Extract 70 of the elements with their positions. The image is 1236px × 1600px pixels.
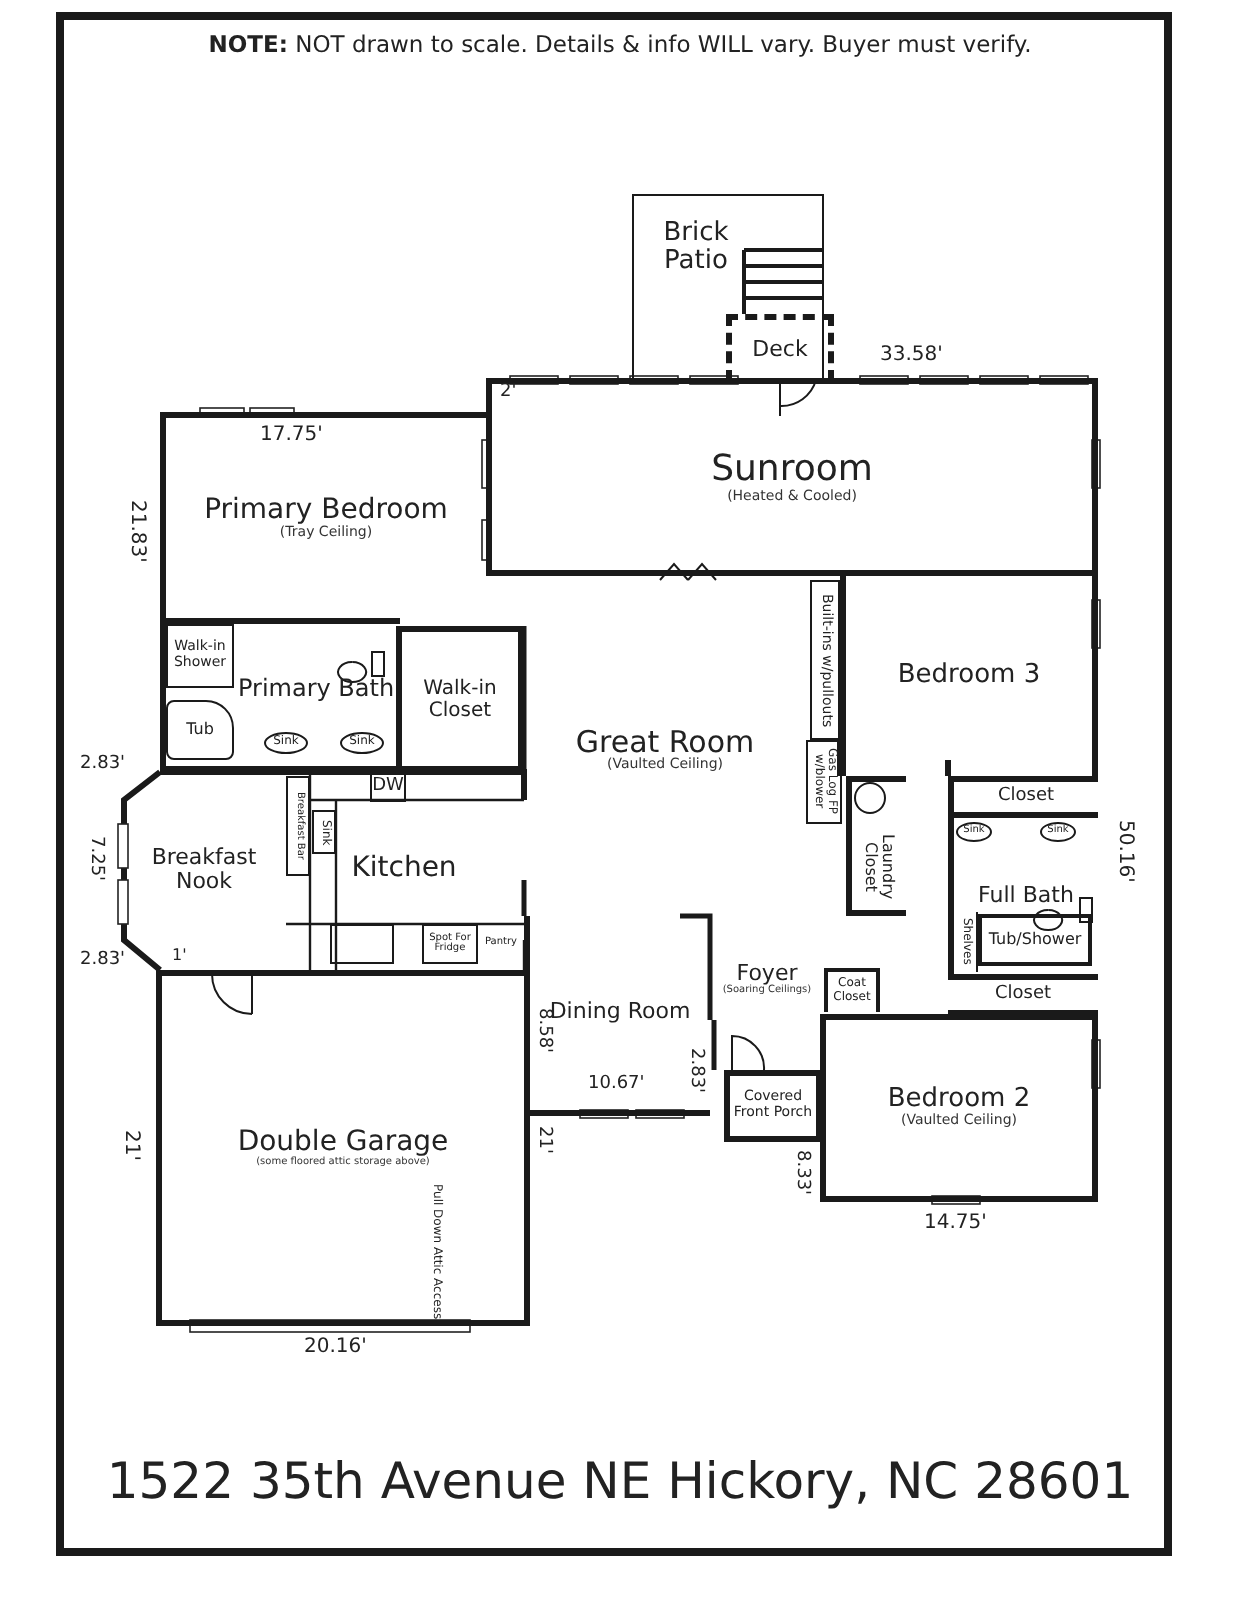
sink: [312, 810, 336, 854]
fridge-space: [422, 924, 478, 964]
sink: [264, 732, 308, 754]
dimension-label: 21': [532, 1126, 552, 1154]
counter: [286, 776, 310, 876]
room-name: Full Bath: [978, 883, 1074, 909]
room-name: Kitchen: [351, 854, 457, 886]
sink: [956, 822, 992, 842]
dimension-label: 2.83': [684, 1048, 704, 1094]
fireplace: [806, 740, 842, 824]
room: [948, 816, 1098, 976]
room-name: Bedroom 2: [887, 1086, 1031, 1114]
dimension-label: 2': [500, 384, 517, 404]
closet: [824, 968, 880, 1012]
room: [160, 618, 400, 772]
deck: [726, 314, 834, 382]
closet: [948, 974, 1098, 1016]
dimension-label: 7.25': [84, 836, 104, 882]
room-name: Walk-in Closet: [421, 677, 499, 721]
range-box: [330, 924, 394, 964]
room-name: Sunroom: [711, 449, 873, 490]
dimension-label: 10.67': [588, 1076, 645, 1096]
closet: [948, 776, 1098, 818]
dimension-label: 50.16': [1114, 820, 1136, 883]
room-name: Great Room: [575, 725, 755, 759]
room-name: Dining Room: [549, 1000, 691, 1025]
room-name: Closet: [997, 787, 1055, 807]
room-name: Laundry Closet: [860, 831, 896, 903]
closet: [846, 776, 906, 916]
room-name: Breakfast Nook: [149, 845, 259, 895]
sink: [1040, 822, 1076, 842]
porch: [724, 1070, 822, 1142]
room: [160, 412, 486, 620]
dimension-label: 17.75': [260, 424, 323, 446]
dimension-label: 8.33': [790, 1150, 810, 1196]
bathtub: [978, 914, 1092, 966]
note: NOTE: NOT drawn to scale. Details & info WILL vary. Buyer must verify.: [206, 32, 1034, 58]
dimension-label: 20.16': [304, 1336, 367, 1358]
address-title: 1522 35th Avenue NE Hickory, NC 28601: [104, 1452, 1136, 1510]
room: [820, 1014, 1098, 1202]
dimension-label: 8.58': [532, 1008, 552, 1054]
room-name: Double Garage: [237, 1127, 449, 1158]
room: [524, 916, 710, 1116]
room-name: Primary Bedroom: [204, 495, 448, 526]
room-name: Brick Patio: [661, 220, 731, 278]
closet: [396, 626, 524, 772]
room-name: Bedroom 3: [897, 661, 1041, 691]
dimension-label: 33.58': [880, 344, 943, 366]
water-heater-circle: [854, 782, 886, 814]
dimension-label: 2.83': [80, 756, 126, 776]
built-in-cabinet: [810, 580, 840, 740]
room: [156, 970, 530, 1326]
room-name: Tub/Shower: [988, 931, 1082, 949]
dimension-label: 2.83': [80, 952, 126, 972]
dimension-label: 21.83': [126, 500, 148, 563]
shower: [166, 624, 234, 688]
dimension-label: 14.75': [924, 1212, 987, 1234]
room-name: Foyer: [736, 962, 798, 987]
room: [840, 576, 1098, 776]
room-name: DW: [372, 777, 404, 797]
room-name: Primary Bath: [238, 676, 395, 703]
dimension-label: 1': [172, 948, 187, 966]
sink: [340, 732, 384, 754]
room-name: Closet: [994, 985, 1052, 1005]
room: [486, 378, 1098, 576]
dimension-label: 21': [120, 1130, 142, 1161]
room-name: Deck: [752, 338, 808, 364]
patio: [632, 194, 824, 378]
bathtub: [166, 700, 234, 760]
room-name: Tub: [186, 721, 214, 739]
